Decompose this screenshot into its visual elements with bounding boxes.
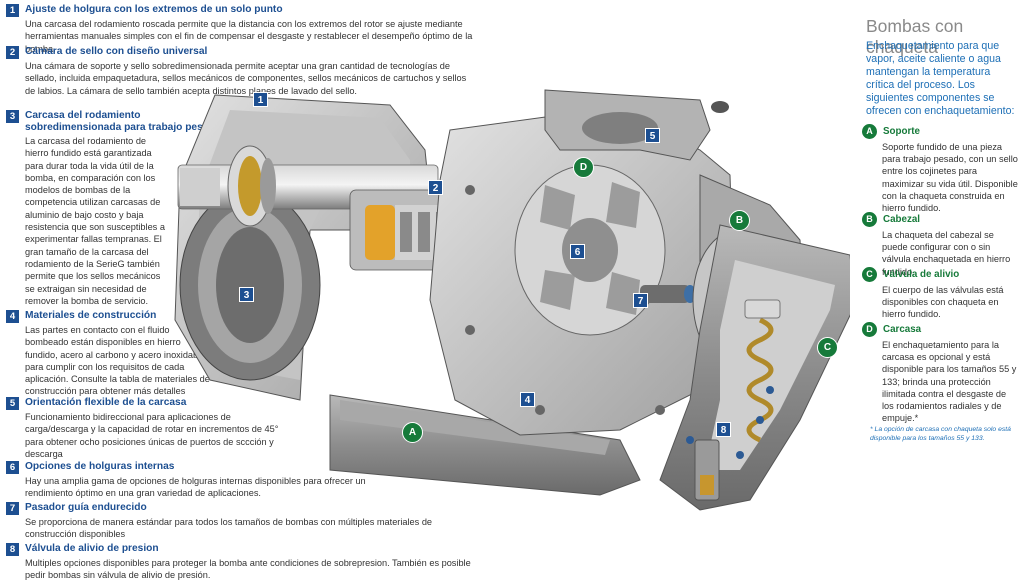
jacket-footnote: * La opción de carcasa con chaqueta solo… — [870, 426, 1011, 442]
marker-2: 2 — [428, 180, 443, 195]
jacket-badge: D — [862, 322, 877, 337]
pump-cutaway-illustration — [174, 89, 850, 511]
jacket-item-valvula: C Válvula de alivio El cuerpo de las válv… — [862, 267, 1020, 321]
marker-1: 1 — [253, 92, 268, 107]
marker-a: A — [402, 422, 423, 443]
jacket-item-text: La chaqueta del cabezal se puede configu… — [882, 230, 1011, 277]
marker-3: 3 — [239, 287, 254, 302]
feature-number: 3 — [6, 110, 19, 123]
jacket-item-name: Soporte — [883, 126, 921, 137]
marker-8: 8 — [716, 422, 731, 437]
feature-body: Multiples opciones disponibles para prot… — [25, 558, 471, 581]
jacket-item-name: Válvula de alivio — [883, 269, 960, 280]
feature-number: 7 — [6, 502, 19, 515]
jacket-item-name: Cabezal — [883, 214, 921, 225]
feature-number: 4 — [6, 310, 19, 323]
feature-title: Opciones de holguras internas — [25, 461, 175, 472]
feature-body: Se proporciona de manera estándar para t… — [25, 517, 433, 540]
feature-5: 5 Orientación flexible de la carcasa Func… — [6, 397, 293, 460]
jacket-intro: Enchaquetamiento para que vapor, aceite … — [866, 40, 1015, 117]
marker-4: 4 — [520, 392, 535, 407]
jacket-badge: A — [862, 124, 877, 139]
feature-title: Válvula de alivio de presion — [25, 543, 159, 554]
feature-number: 2 — [6, 46, 19, 59]
feature-body: Una carcasa del rodamiento roscada permi… — [25, 19, 473, 54]
feature-title: Pasador guía endurecido — [25, 502, 147, 513]
marker-b: B — [729, 210, 750, 231]
feature-body: Una cámara de soporte y sello sobredimen… — [25, 61, 467, 96]
feature-number: 8 — [6, 543, 19, 556]
feature-title: Carcasa del rodamiento sobredimensionada… — [25, 110, 221, 133]
feature-7: 7 Pasador guía endurecido Se proporciona … — [6, 502, 465, 541]
feature-title: Ajuste de holgura con los extremos de un… — [25, 4, 283, 15]
feature-2: 2 Cámara de sello con diseño universal Un… — [6, 46, 470, 97]
feature-body: Funcionamiento bidireccional para aplica… — [25, 412, 279, 459]
feature-title: Cámara de sello con diseño universal — [25, 46, 208, 57]
feature-number: 6 — [6, 461, 19, 474]
jacket-item-carcasa: D Carcasa El enchaquetamiento para la car… — [862, 322, 1020, 424]
marker-6: 6 — [570, 244, 585, 259]
feature-title: Materiales de construcción — [25, 310, 157, 321]
jacket-item-text: Soporte fundido de una pieza para trabaj… — [882, 142, 1018, 214]
feature-1: 1 Ajuste de holgura con los extremos de u… — [6, 4, 476, 55]
feature-body: Las partes en contacto con el fluido bom… — [25, 325, 210, 397]
marker-c: C — [817, 337, 838, 358]
feature-title: Orientación flexible de la carcasa — [25, 397, 187, 408]
feature-3: 3 Carcasa del rodamiento sobredimensionad… — [6, 110, 235, 307]
jacket-item-text: El enchaquetamiento para la carcasa es o… — [882, 340, 1017, 424]
jacket-item-text: El cuerpo de las válvulas está disponibl… — [882, 285, 1004, 320]
marker-5: 5 — [645, 128, 660, 143]
feature-4: 4 Materiales de construcción Las partes e… — [6, 310, 210, 398]
jacket-item-soporte: A Soporte Soporte fundido de una pieza pa… — [862, 124, 1020, 214]
feature-6: 6 Opciones de holguras internas Hay una a… — [6, 461, 395, 500]
marker-7: 7 — [633, 293, 648, 308]
feature-body: La carcasa del rodamiento de hierro fund… — [25, 136, 165, 306]
feature-body: Hay una amplia gama de opciones de holgu… — [25, 476, 366, 499]
feature-8: 8 Válvula de alivio de presion Multiples … — [6, 543, 475, 582]
jacket-badge: B — [862, 212, 877, 227]
jacket-badge: C — [862, 267, 877, 282]
marker-d: D — [573, 157, 594, 178]
feature-number: 5 — [6, 397, 19, 410]
jacket-section-title: Bombas con chaqueta — [866, 16, 964, 57]
feature-number: 1 — [6, 4, 19, 17]
jacket-item-name: Carcasa — [883, 324, 922, 335]
jacket-item-cabezal: B Cabezal La chaqueta del cabezal se pued… — [862, 212, 1020, 278]
